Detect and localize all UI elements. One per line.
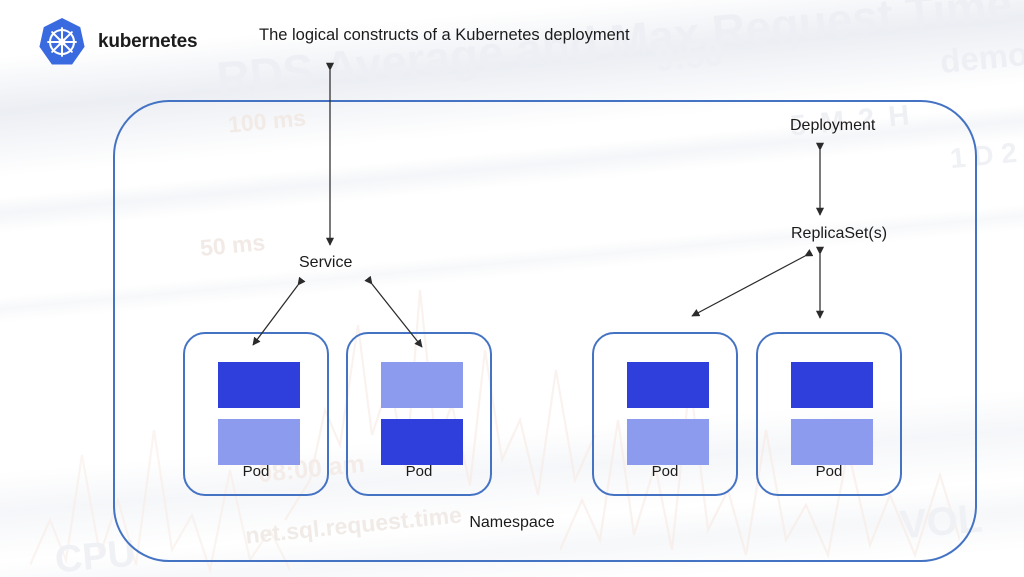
pod-label: Pod xyxy=(815,463,843,480)
namespace-label: Namespace xyxy=(469,514,555,531)
namespace-container xyxy=(113,100,977,562)
kubernetes-wordmark: kubernetes xyxy=(98,31,198,52)
container-block-top xyxy=(627,362,709,408)
pod-box-1: Pod xyxy=(183,332,329,496)
container-block-bottom xyxy=(218,419,300,465)
container-block-top xyxy=(791,362,873,408)
kubernetes-brand: kubernetes xyxy=(38,16,238,68)
container-block-bottom xyxy=(381,419,463,465)
page-title: The logical constructs of a Kubernetes d… xyxy=(259,26,630,44)
deployment-label: Deployment xyxy=(790,117,876,134)
replicaset-label: ReplicaSet(s) xyxy=(791,225,888,242)
pod-label: Pod xyxy=(405,463,433,480)
container-block-bottom xyxy=(627,419,709,465)
container-block-top xyxy=(381,362,463,408)
service-label: Service xyxy=(299,254,353,271)
watermark-time-label: 9:50 xyxy=(653,34,725,80)
container-block-bottom xyxy=(791,419,873,465)
watermark-env-label: demo2 xyxy=(938,33,1024,80)
kubernetes-helm-wheel-icon xyxy=(39,18,85,65)
container-block-top xyxy=(218,362,300,408)
watermark-chart-title: RDS Average and Max Request Time xyxy=(214,0,1015,105)
pod-label: Pod xyxy=(242,463,270,480)
pod-box-2: Pod xyxy=(346,332,492,496)
pod-box-3: Pod xyxy=(592,332,738,496)
pod-label: Pod xyxy=(651,463,679,480)
pod-box-4: Pod xyxy=(756,332,902,496)
